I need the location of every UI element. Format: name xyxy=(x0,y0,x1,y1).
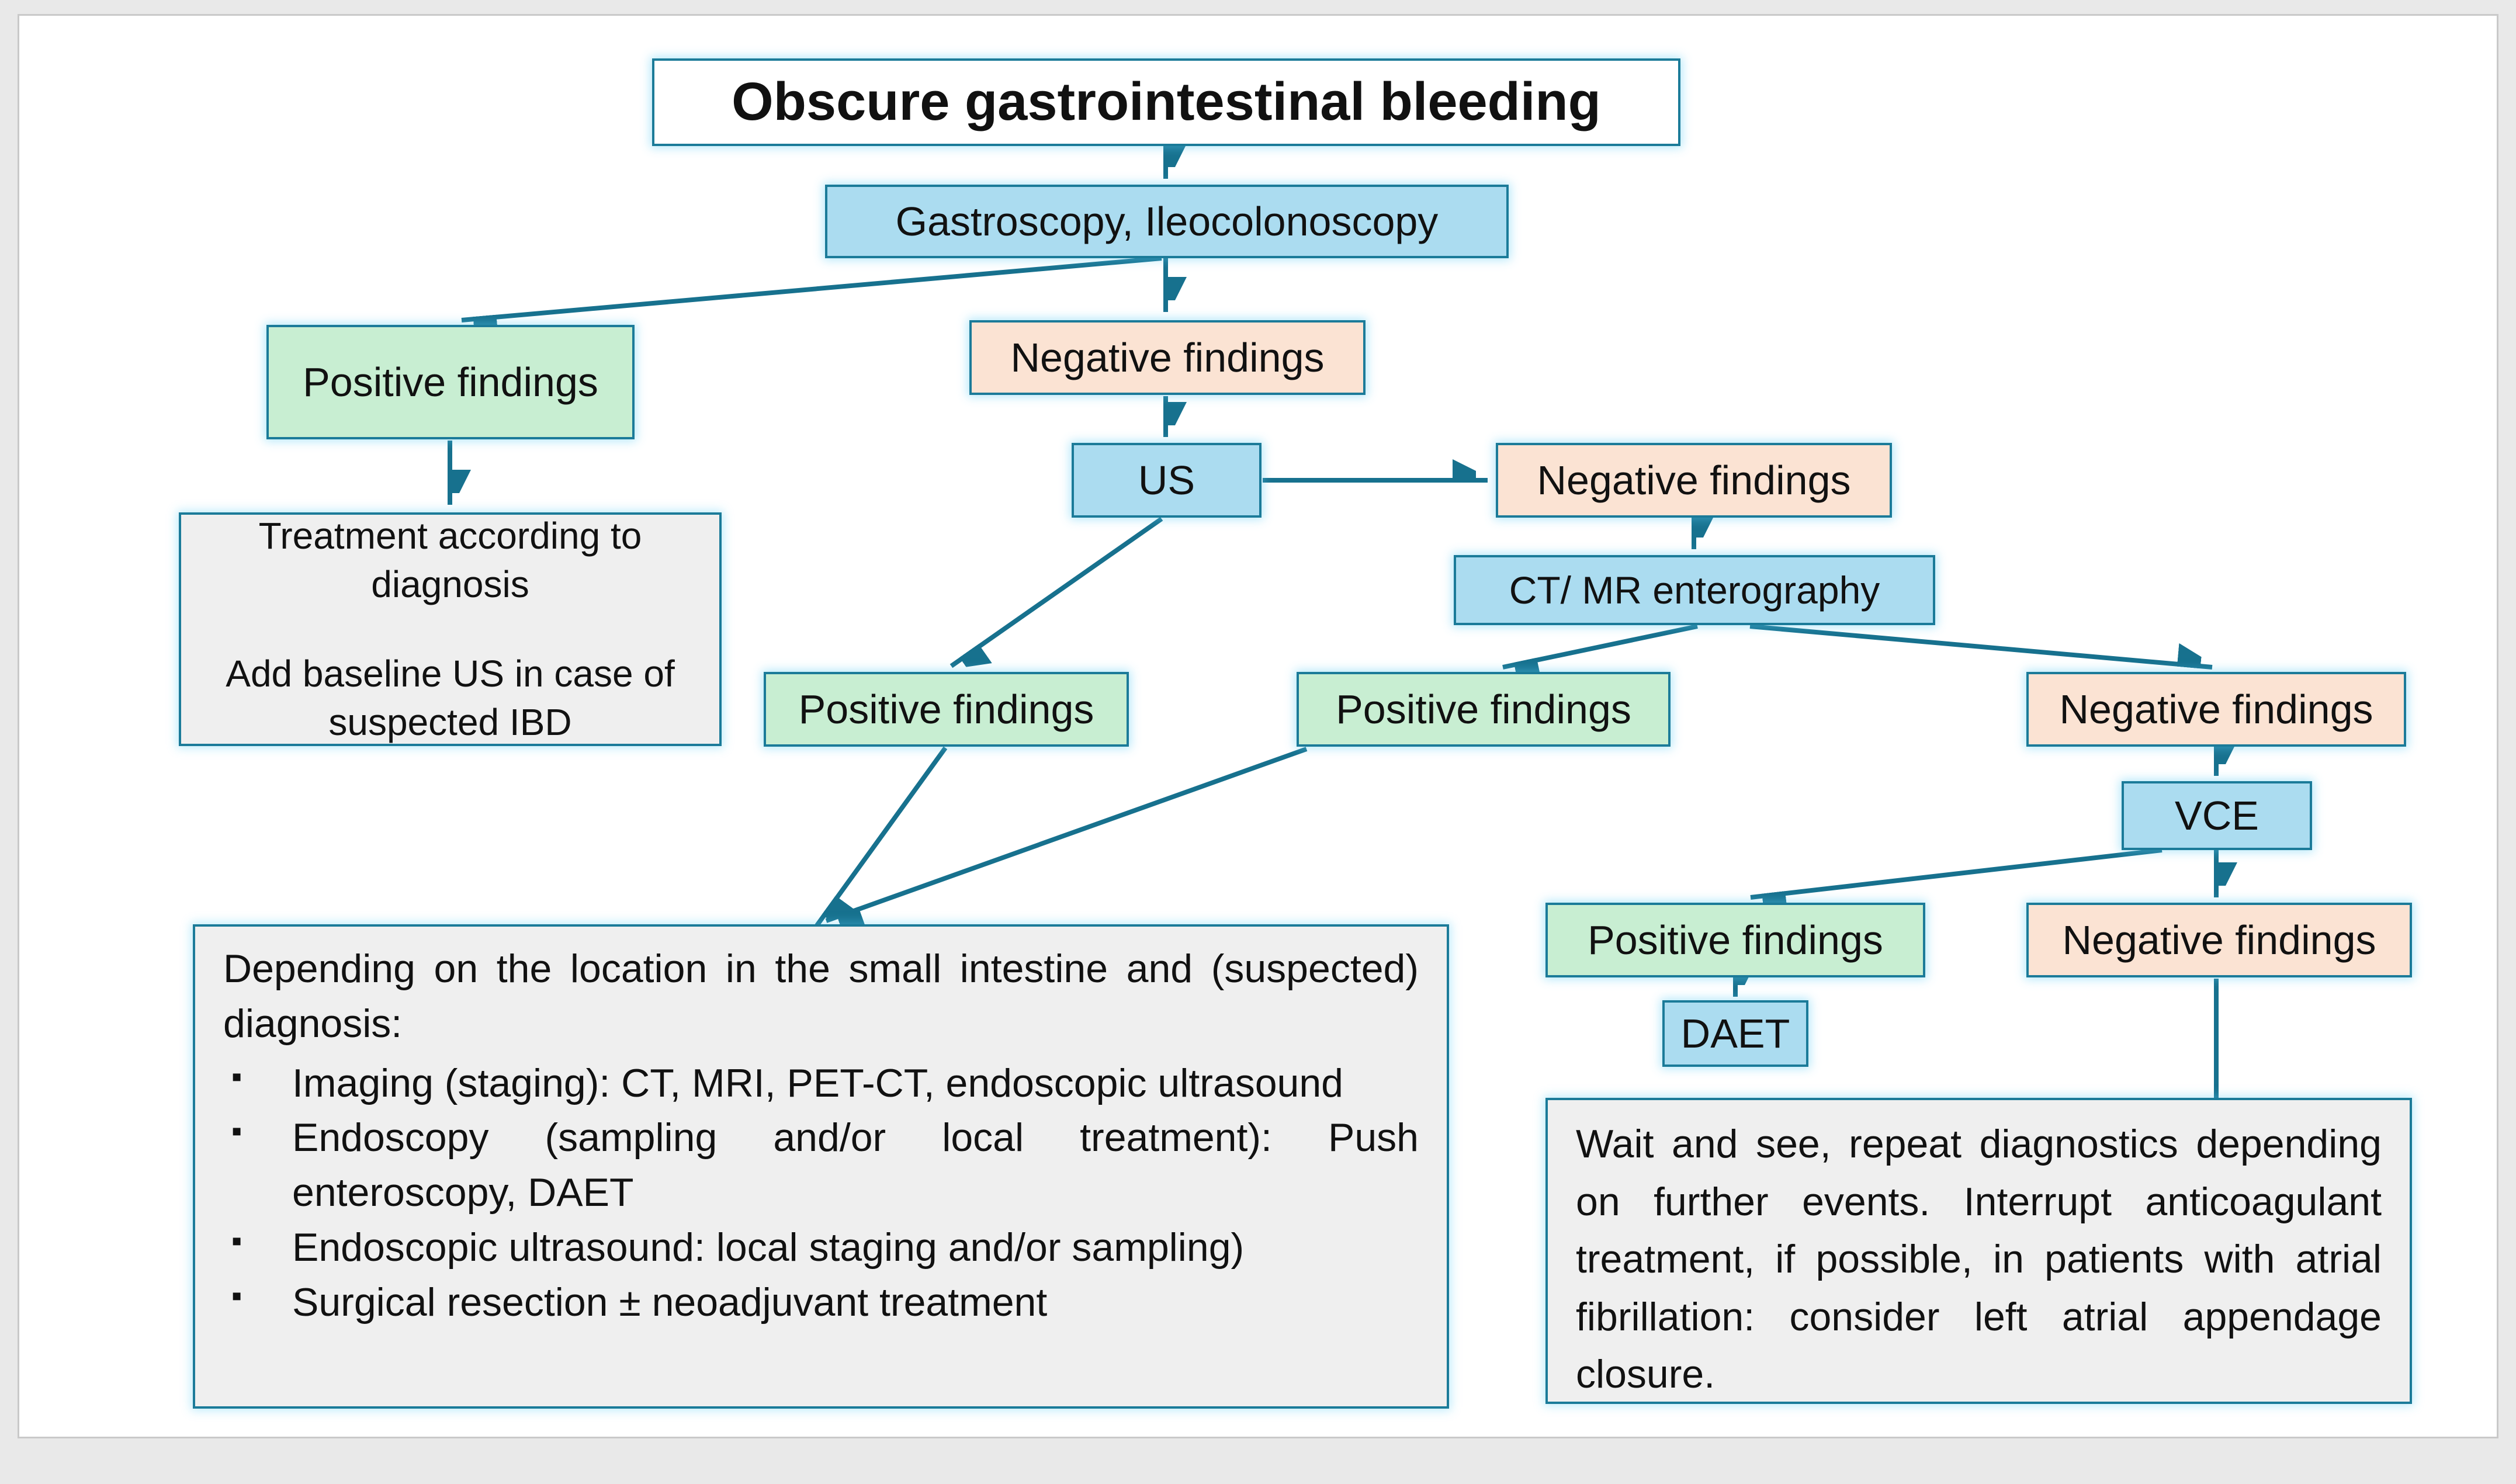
node-us: US xyxy=(1072,443,1262,518)
gastroscopy-label: Gastroscopy, Ileocolonoscopy xyxy=(895,198,1439,244)
treatment-line2: Add baseline US in case of suspected IBD xyxy=(226,653,675,744)
node-gastroscopy: Gastroscopy, Ileocolonoscopy xyxy=(825,185,1509,258)
positive-label: Positive findings xyxy=(1588,917,1883,963)
bullet-icon: ▪ xyxy=(231,1059,242,1094)
positive-label: Positive findings xyxy=(303,359,598,405)
node-negative-after-vce: Negative findings xyxy=(2026,903,2412,977)
box-wait-and-see: Wait and see, repeat diagnostics dependi… xyxy=(1545,1098,2412,1404)
node-title: Obscure gastrointestinal bleeding xyxy=(652,58,1680,146)
small-intestine-intro: Depending on the location in the small i… xyxy=(223,946,1419,1046)
title-label: Obscure gastrointestinal bleeding xyxy=(732,72,1601,132)
small-intestine-bullet-list: ▪ Imaging (staging): CT, MRI, PET-CT, en… xyxy=(223,1056,1419,1330)
node-positive-after-endoscopy: Positive findings xyxy=(266,325,635,439)
bullet-text: Endoscopic ultrasound: local staging and… xyxy=(292,1225,1245,1270)
list-item: ▪ Surgical resection ± neoadjuvant treat… xyxy=(223,1275,1419,1330)
wait-and-see-text: Wait and see, repeat diagnostics dependi… xyxy=(1576,1122,2382,1397)
ct-mr-label: CT/ MR enterography xyxy=(1509,568,1880,612)
positive-label: Positive findings xyxy=(798,686,1094,732)
treatment-line1: Treatment according to diagnosis xyxy=(258,514,642,605)
node-vce: VCE xyxy=(2122,781,2312,850)
node-positive-after-us: Positive findings xyxy=(764,672,1129,747)
negative-label: Negative findings xyxy=(2059,686,2373,732)
bullet-text: Imaging (staging): CT, MRI, PET-CT, endo… xyxy=(292,1060,1343,1105)
node-negative-after-us: Negative findings xyxy=(1496,443,1892,518)
bullet-text: Surgical resection ± neoadjuvant treatme… xyxy=(292,1280,1048,1324)
bullet-icon: ▪ xyxy=(231,1114,242,1149)
list-item: ▪ Endoscopy (sampling and/or local treat… xyxy=(223,1111,1419,1221)
vce-label: VCE xyxy=(2175,792,2259,838)
us-label: US xyxy=(1138,457,1195,503)
node-positive-after-vce: Positive findings xyxy=(1545,903,1925,977)
list-item: ▪ Endoscopic ultrasound: local staging a… xyxy=(223,1221,1419,1275)
negative-label: Negative findings xyxy=(2062,917,2376,963)
box-treatment: Treatment according to diagnosis Add bas… xyxy=(179,512,722,746)
bullet-icon: ▪ xyxy=(231,1224,242,1258)
node-ct-mr-enterography: CT/ MR enterography xyxy=(1454,555,1935,625)
negative-label: Negative findings xyxy=(1537,457,1851,503)
negative-label: Negative findings xyxy=(1010,334,1325,380)
list-item: ▪ Imaging (staging): CT, MRI, PET-CT, en… xyxy=(223,1056,1419,1111)
bullet-icon: ▪ xyxy=(231,1278,242,1313)
bullet-text: Endoscopy (sampling and/or local treatme… xyxy=(292,1115,1419,1215)
daet-label: DAET xyxy=(1680,1010,1790,1056)
node-positive-after-ct-mr: Positive findings xyxy=(1297,672,1671,747)
node-negative-after-ct-mr: Negative findings xyxy=(2026,672,2406,747)
node-negative-after-endoscopy: Negative findings xyxy=(969,320,1366,395)
node-daet: DAET xyxy=(1662,1000,1808,1067)
box-small-intestine-options: Depending on the location in the small i… xyxy=(193,924,1449,1409)
positive-label: Positive findings xyxy=(1336,686,1631,732)
